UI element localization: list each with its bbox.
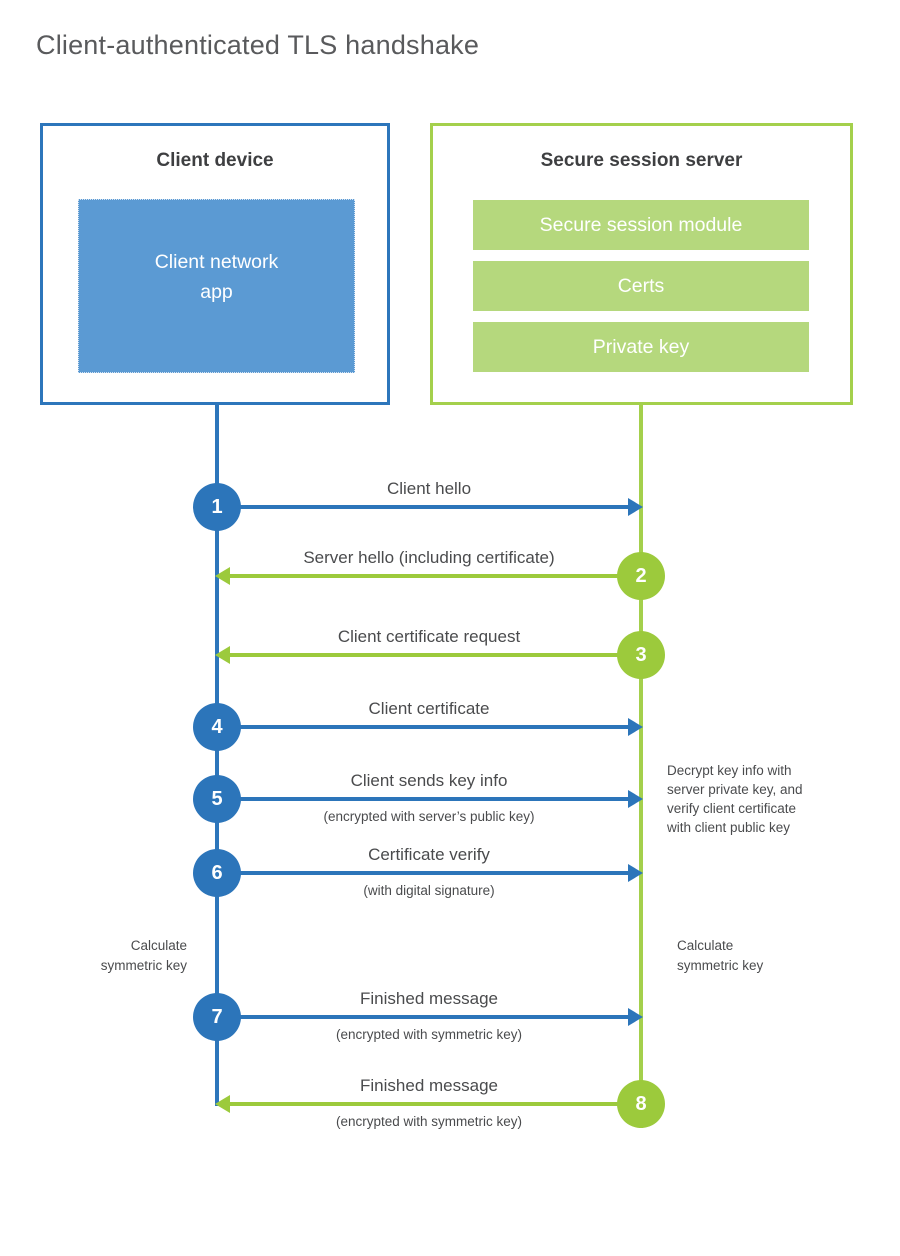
- client-device-box: Client device Client network app: [40, 123, 390, 405]
- arrow-shaft: [217, 1015, 632, 1019]
- server-module-secure-session: Secure session module: [473, 200, 809, 250]
- step-number-badge: 5: [193, 775, 241, 823]
- server-module-certs: Certs: [473, 261, 809, 311]
- arrow-left-icon: [215, 567, 230, 585]
- arrow-shaft: [226, 1102, 641, 1106]
- calculate-symmetric-key-right: Calculate symmetric key: [677, 938, 764, 974]
- arrow-left-icon: [215, 1095, 230, 1113]
- message-label: Finished message: [360, 989, 498, 1008]
- message-label: Client hello: [386, 479, 472, 498]
- message-label: Finished message: [360, 1076, 498, 1095]
- step-number-badge: 7: [193, 993, 241, 1041]
- arrow-shaft: [226, 574, 641, 578]
- message-sublabel: (encrypted with server’s public key): [323, 809, 535, 824]
- message-label: Server hello (including certificate): [303, 548, 555, 567]
- server-module-private-key: Private key: [473, 322, 809, 372]
- arrow-shaft: [217, 505, 632, 509]
- arrow-left-icon: [215, 646, 230, 664]
- step-number-badge: 4: [193, 703, 241, 751]
- step-number-badge: 3: [617, 631, 665, 679]
- arrow-shaft: [217, 871, 632, 875]
- arrow-shaft: [217, 797, 632, 801]
- client-lifeline: [215, 404, 219, 1106]
- step-number-badge: 1: [193, 483, 241, 531]
- arrow-right-icon: [628, 864, 643, 882]
- arrow-right-icon: [628, 718, 643, 736]
- message-label: Client sends key info: [350, 771, 508, 790]
- message-label: Certificate verify: [368, 845, 490, 864]
- arrow-shaft: [226, 653, 641, 657]
- message-sublabel: (encrypted with symmetric key): [335, 1114, 523, 1129]
- secure-session-server-title: Secure session server: [540, 150, 743, 171]
- message-label: Client certificate: [368, 699, 490, 718]
- page-title: Client-authenticated TLS handshake: [36, 30, 480, 60]
- step-number-badge: 6: [193, 849, 241, 897]
- arrow-right-icon: [628, 790, 643, 808]
- message-sublabel: (encrypted with symmetric key): [335, 1027, 523, 1042]
- step-number-badge: 8: [617, 1080, 665, 1128]
- server-lifeline: [639, 404, 643, 1128]
- arrow-shaft: [217, 725, 632, 729]
- message-sublabel: (with digital signature): [363, 883, 495, 898]
- step-number-badge: 2: [617, 552, 665, 600]
- client-network-app-block: Client network app: [78, 199, 355, 373]
- client-device-title: Client device: [156, 150, 274, 171]
- arrow-right-icon: [628, 1008, 643, 1026]
- message-label: Client certificate request: [337, 627, 521, 646]
- arrow-right-icon: [628, 498, 643, 516]
- secure-session-server-box: Secure session server Secure session mod…: [430, 123, 853, 405]
- calculate-symmetric-key-left: Calculate symmetric key: [100, 938, 187, 974]
- server-decrypt-note: Decrypt key info with server private key…: [667, 763, 803, 835]
